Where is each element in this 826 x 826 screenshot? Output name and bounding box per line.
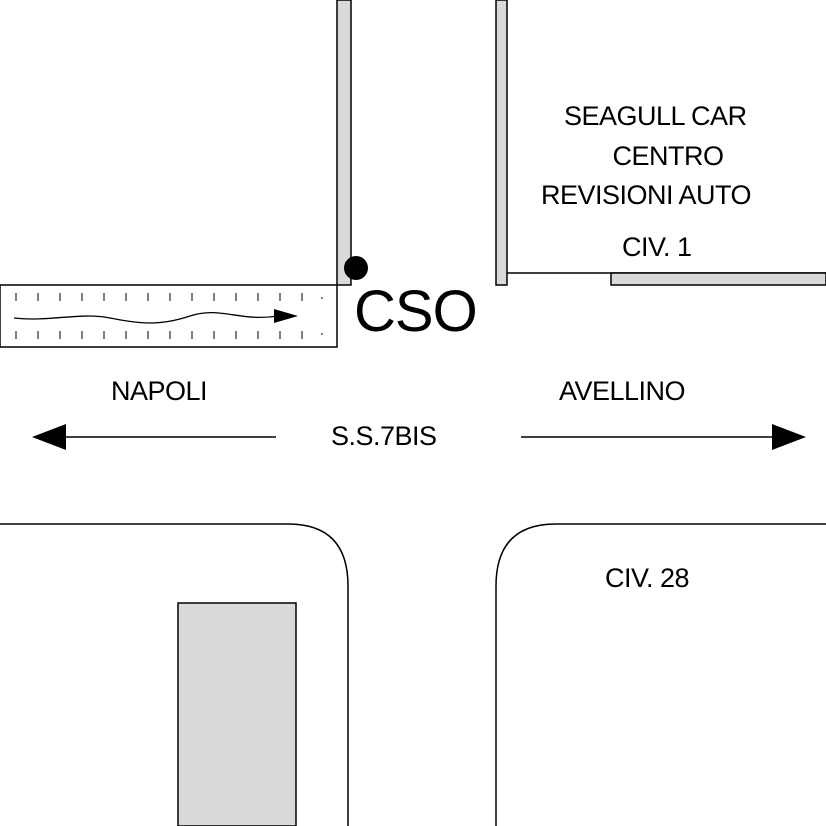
wall-top-right-vertical bbox=[495, 0, 508, 286]
wall-top-left bbox=[336, 0, 352, 286]
arrow-avellino-head bbox=[772, 424, 806, 450]
civic-number-28: CIV. 28 bbox=[605, 563, 690, 593]
flow-arrow-head bbox=[274, 309, 298, 323]
arrow-napoli-head bbox=[32, 424, 66, 450]
business-name-line2: CENTRO bbox=[612, 141, 725, 171]
business-name-line3: REVISIONI AUTO bbox=[541, 180, 752, 210]
cso-label: CSO bbox=[354, 279, 478, 344]
wall-civ1 bbox=[610, 272, 826, 286]
civic-number-1: CIV. 1 bbox=[622, 232, 692, 262]
cso-marker bbox=[344, 256, 368, 280]
building-bottom-left bbox=[177, 602, 297, 826]
hedge-ticks bbox=[15, 293, 323, 339]
road-name-label: S.S.7BIS bbox=[331, 421, 437, 451]
flow-arrow-line bbox=[13, 312, 279, 324]
direction-napoli-label: NAPOLI bbox=[111, 376, 208, 406]
curb-bottom-left bbox=[0, 523, 349, 826]
direction-avellino-label: AVELLINO bbox=[559, 376, 686, 406]
curb-bottom-right bbox=[495, 523, 826, 826]
business-name-line1: SEAGULL CAR bbox=[564, 101, 747, 131]
